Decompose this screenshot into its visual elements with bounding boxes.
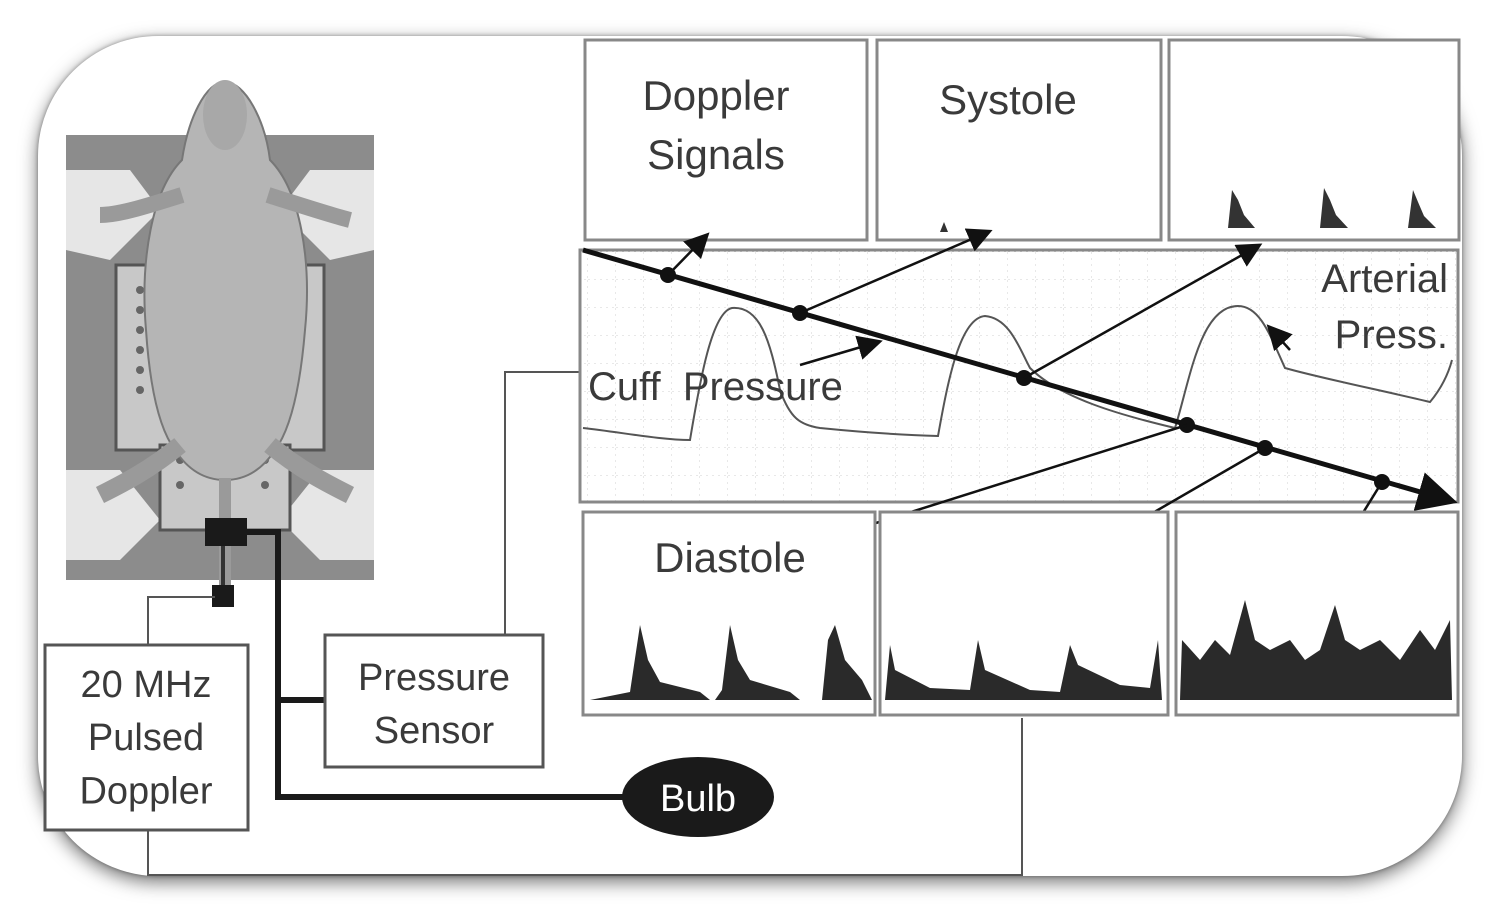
tail-cuff <box>205 518 247 546</box>
text-line: Sensor <box>374 710 495 752</box>
text-line: Pressure <box>358 657 510 699</box>
bulb: Bulb <box>622 757 774 837</box>
cuff-pressure-line <box>582 247 1458 511</box>
text-line: Pulsed <box>88 717 204 759</box>
bulb-label: Bulb <box>660 778 736 820</box>
arterial-pressure-trace <box>582 304 1453 442</box>
diastole-spectra <box>590 600 1452 700</box>
diastole-label: Diastole <box>654 534 806 581</box>
cuff-pressure-label: Cuff Pressure <box>588 365 843 409</box>
text-line: Doppler <box>642 72 789 119</box>
doppler-probe <box>212 585 234 607</box>
bottom-panels: Diastole <box>581 510 1460 717</box>
text-line: Arterial <box>1321 257 1448 301</box>
mouse-photo <box>66 80 374 600</box>
systole-label: Systole <box>939 76 1077 123</box>
text-line: Signals <box>647 131 785 178</box>
text-line: 20 MHz <box>81 664 212 706</box>
systole-spectra <box>940 188 1436 232</box>
cuff-tube <box>247 529 625 800</box>
text-line: Press. <box>1335 313 1448 357</box>
text-line: Doppler <box>79 770 212 812</box>
